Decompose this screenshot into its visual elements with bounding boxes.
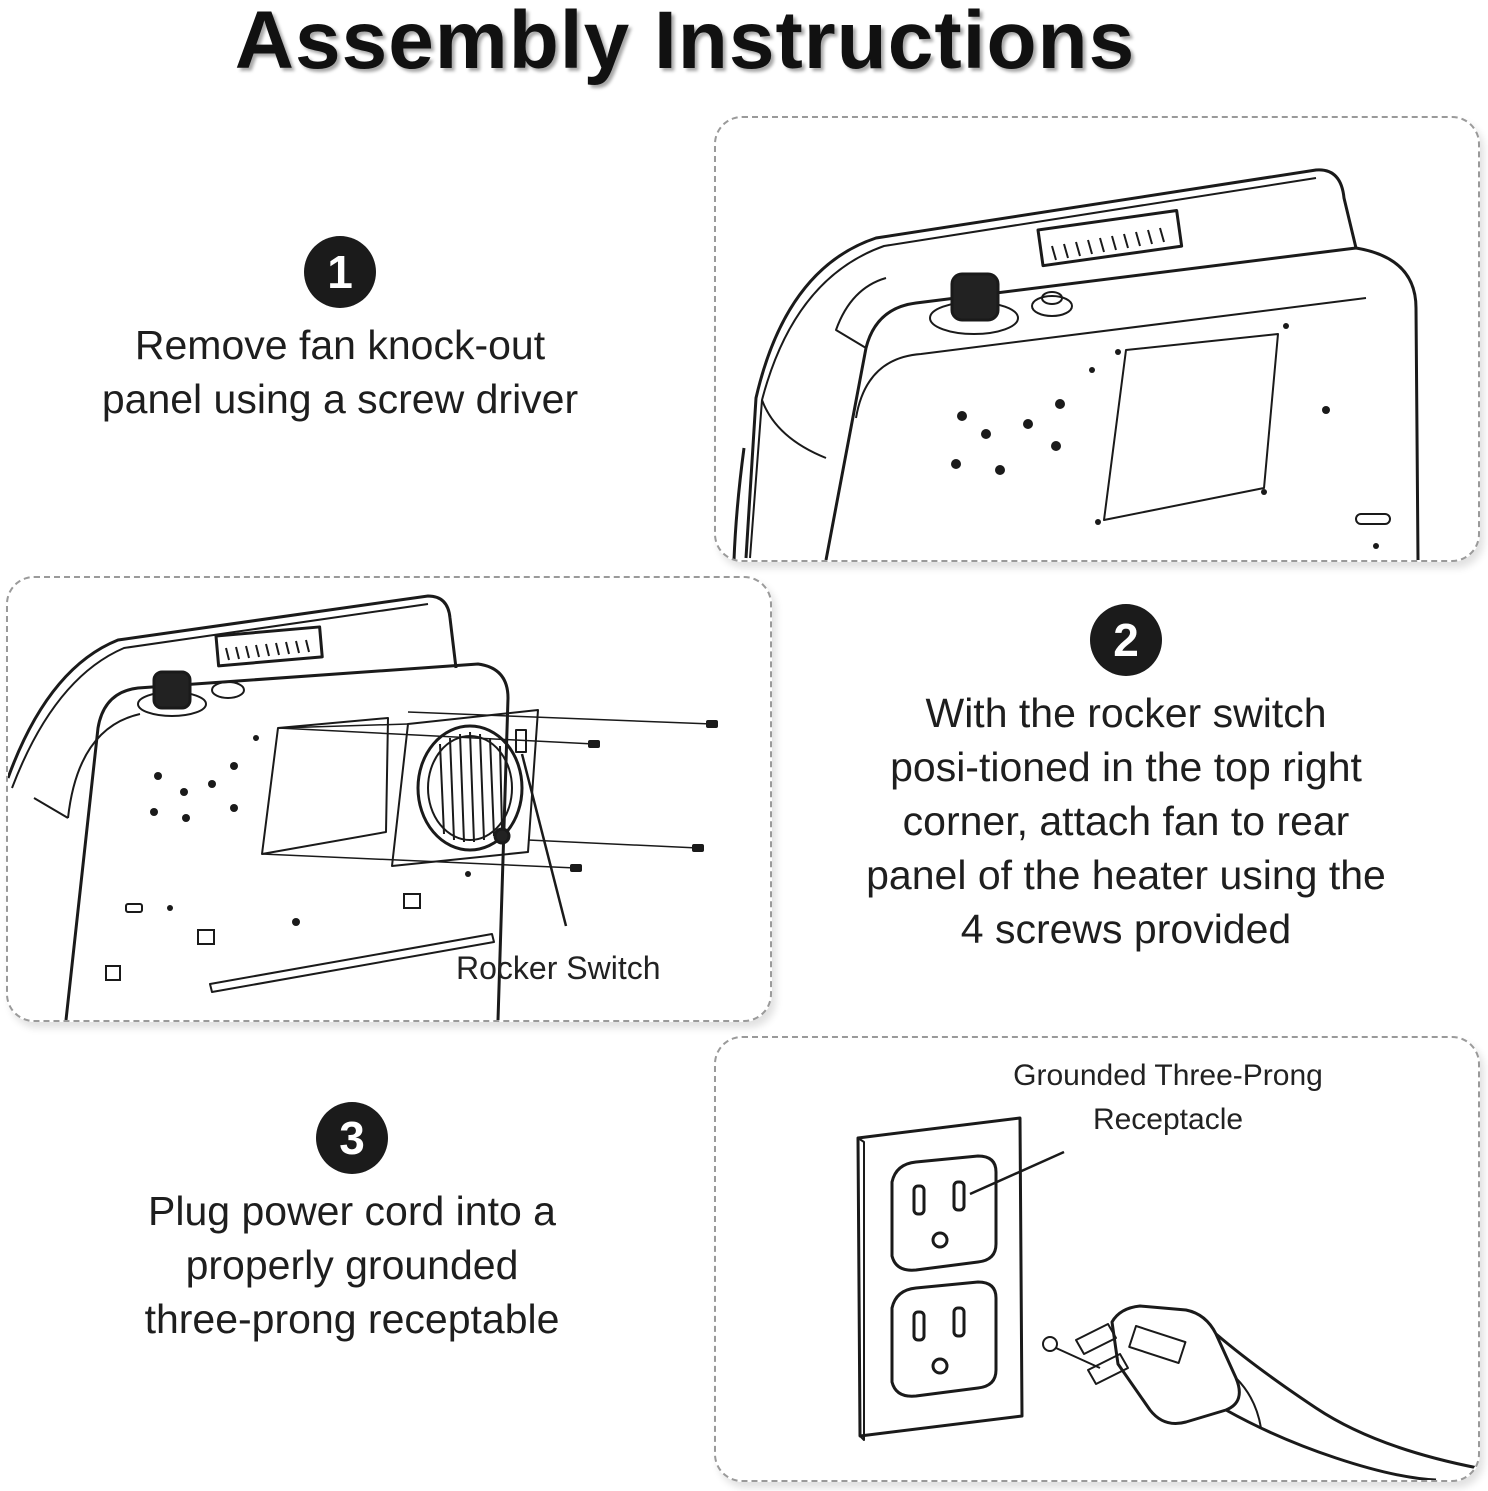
receptacle-label-line-1: Grounded Three-Prong xyxy=(1013,1059,1323,1092)
step-1-line-1: Remove fan knock-out xyxy=(134,322,546,368)
step-3-line-3: three-prong receptable xyxy=(144,1296,560,1342)
heater-rear-drawing xyxy=(732,168,1420,560)
step-1: 1 Remove fan knock-out panel using a scr… xyxy=(40,236,640,426)
receptacle-label-line-2: Receptacle xyxy=(1092,1103,1244,1136)
step-2-line-2: posi-tioned in the top right xyxy=(890,744,1362,790)
step-number-badge: 2 xyxy=(1090,604,1162,676)
step-2-line-4: panel of the heater using the xyxy=(866,852,1386,898)
step-number-badge: 3 xyxy=(316,1102,388,1174)
illustration-heater-knockout-panel xyxy=(714,116,1480,562)
receptacle-label: Grounded Three-Prong Receptacle xyxy=(978,1054,1358,1142)
step-1-line-2: panel using a screw driver xyxy=(101,376,579,422)
step-2-line-3: corner, attach fan to rear xyxy=(902,798,1350,844)
step-number-badge: 1 xyxy=(304,236,376,308)
illustration-grounded-receptacle: Grounded Three-Prong Receptacle xyxy=(714,1036,1480,1482)
outlet-plug-drawing xyxy=(856,1116,1478,1480)
rocker-switch-label: Rocker Switch xyxy=(456,950,661,986)
page-title: Assembly Instructions xyxy=(234,0,1136,86)
step-3-line-1: Plug power cord into a xyxy=(148,1188,556,1234)
step-3-line-2: properly grounded xyxy=(185,1242,519,1288)
step-2-line-1: With the rocker switch xyxy=(925,690,1327,736)
step-2-line-5: 4 screws provided xyxy=(960,906,1292,952)
illustration-fan-attachment: Rocker Switch xyxy=(6,576,772,1022)
step-3: 3 Plug power cord into a properly ground… xyxy=(52,1102,652,1346)
fan-attachment-drawing xyxy=(8,594,718,1020)
step-2: 2 With the rocker switch posi-tioned in … xyxy=(826,604,1426,956)
